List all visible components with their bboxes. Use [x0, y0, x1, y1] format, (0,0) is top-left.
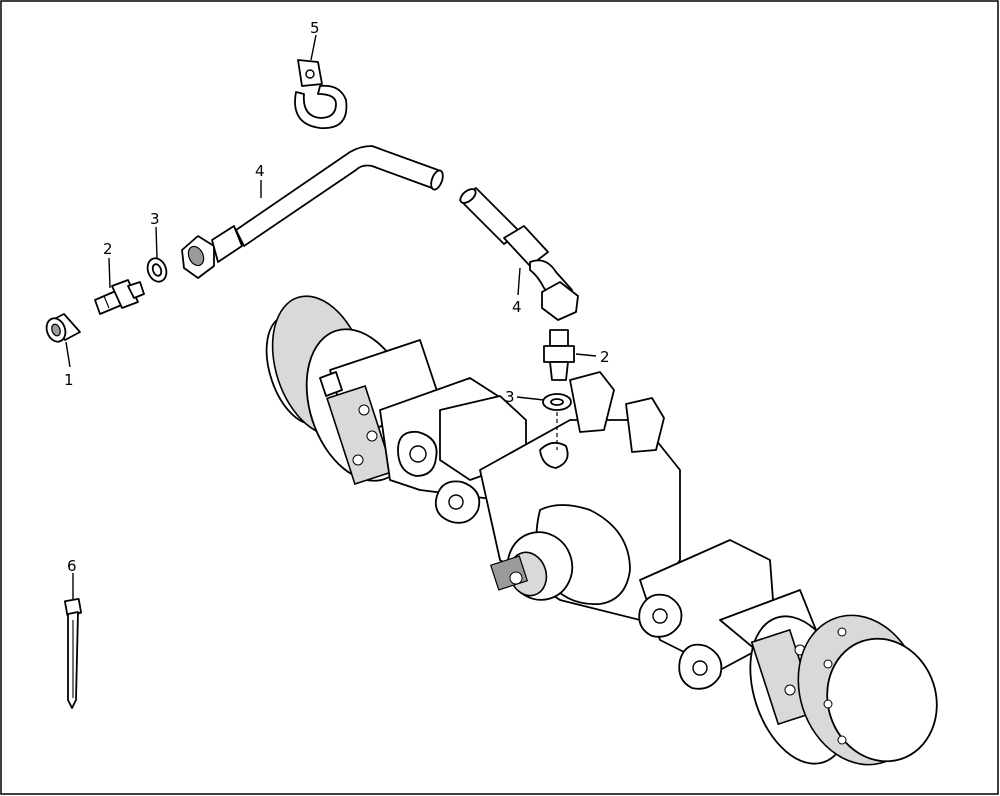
part-brake-hose [181, 145, 579, 321]
axle-assembly [265, 295, 938, 766]
callout-4-lower: 4 [512, 298, 522, 316]
callout-2-right: 2 [600, 348, 610, 366]
part-nipple-fitting-right [543, 329, 575, 381]
callout-1: 1 [64, 371, 74, 389]
part-clamp [294, 59, 348, 129]
part-sleeve [45, 313, 81, 343]
callout-5: 5 [310, 19, 320, 37]
part-washer-right [542, 393, 572, 411]
part-nipple-fitting-left [94, 279, 145, 315]
callout-3-right: 3 [505, 388, 515, 406]
callout-6: 6 [67, 557, 77, 575]
leader-lines [65, 34, 597, 600]
part-cable-tie [63, 597, 83, 709]
callout-2-left: 2 [103, 240, 113, 258]
callout-4-upper: 4 [255, 162, 265, 180]
part-washer-left [146, 257, 168, 283]
callout-3-left: 3 [150, 210, 160, 228]
